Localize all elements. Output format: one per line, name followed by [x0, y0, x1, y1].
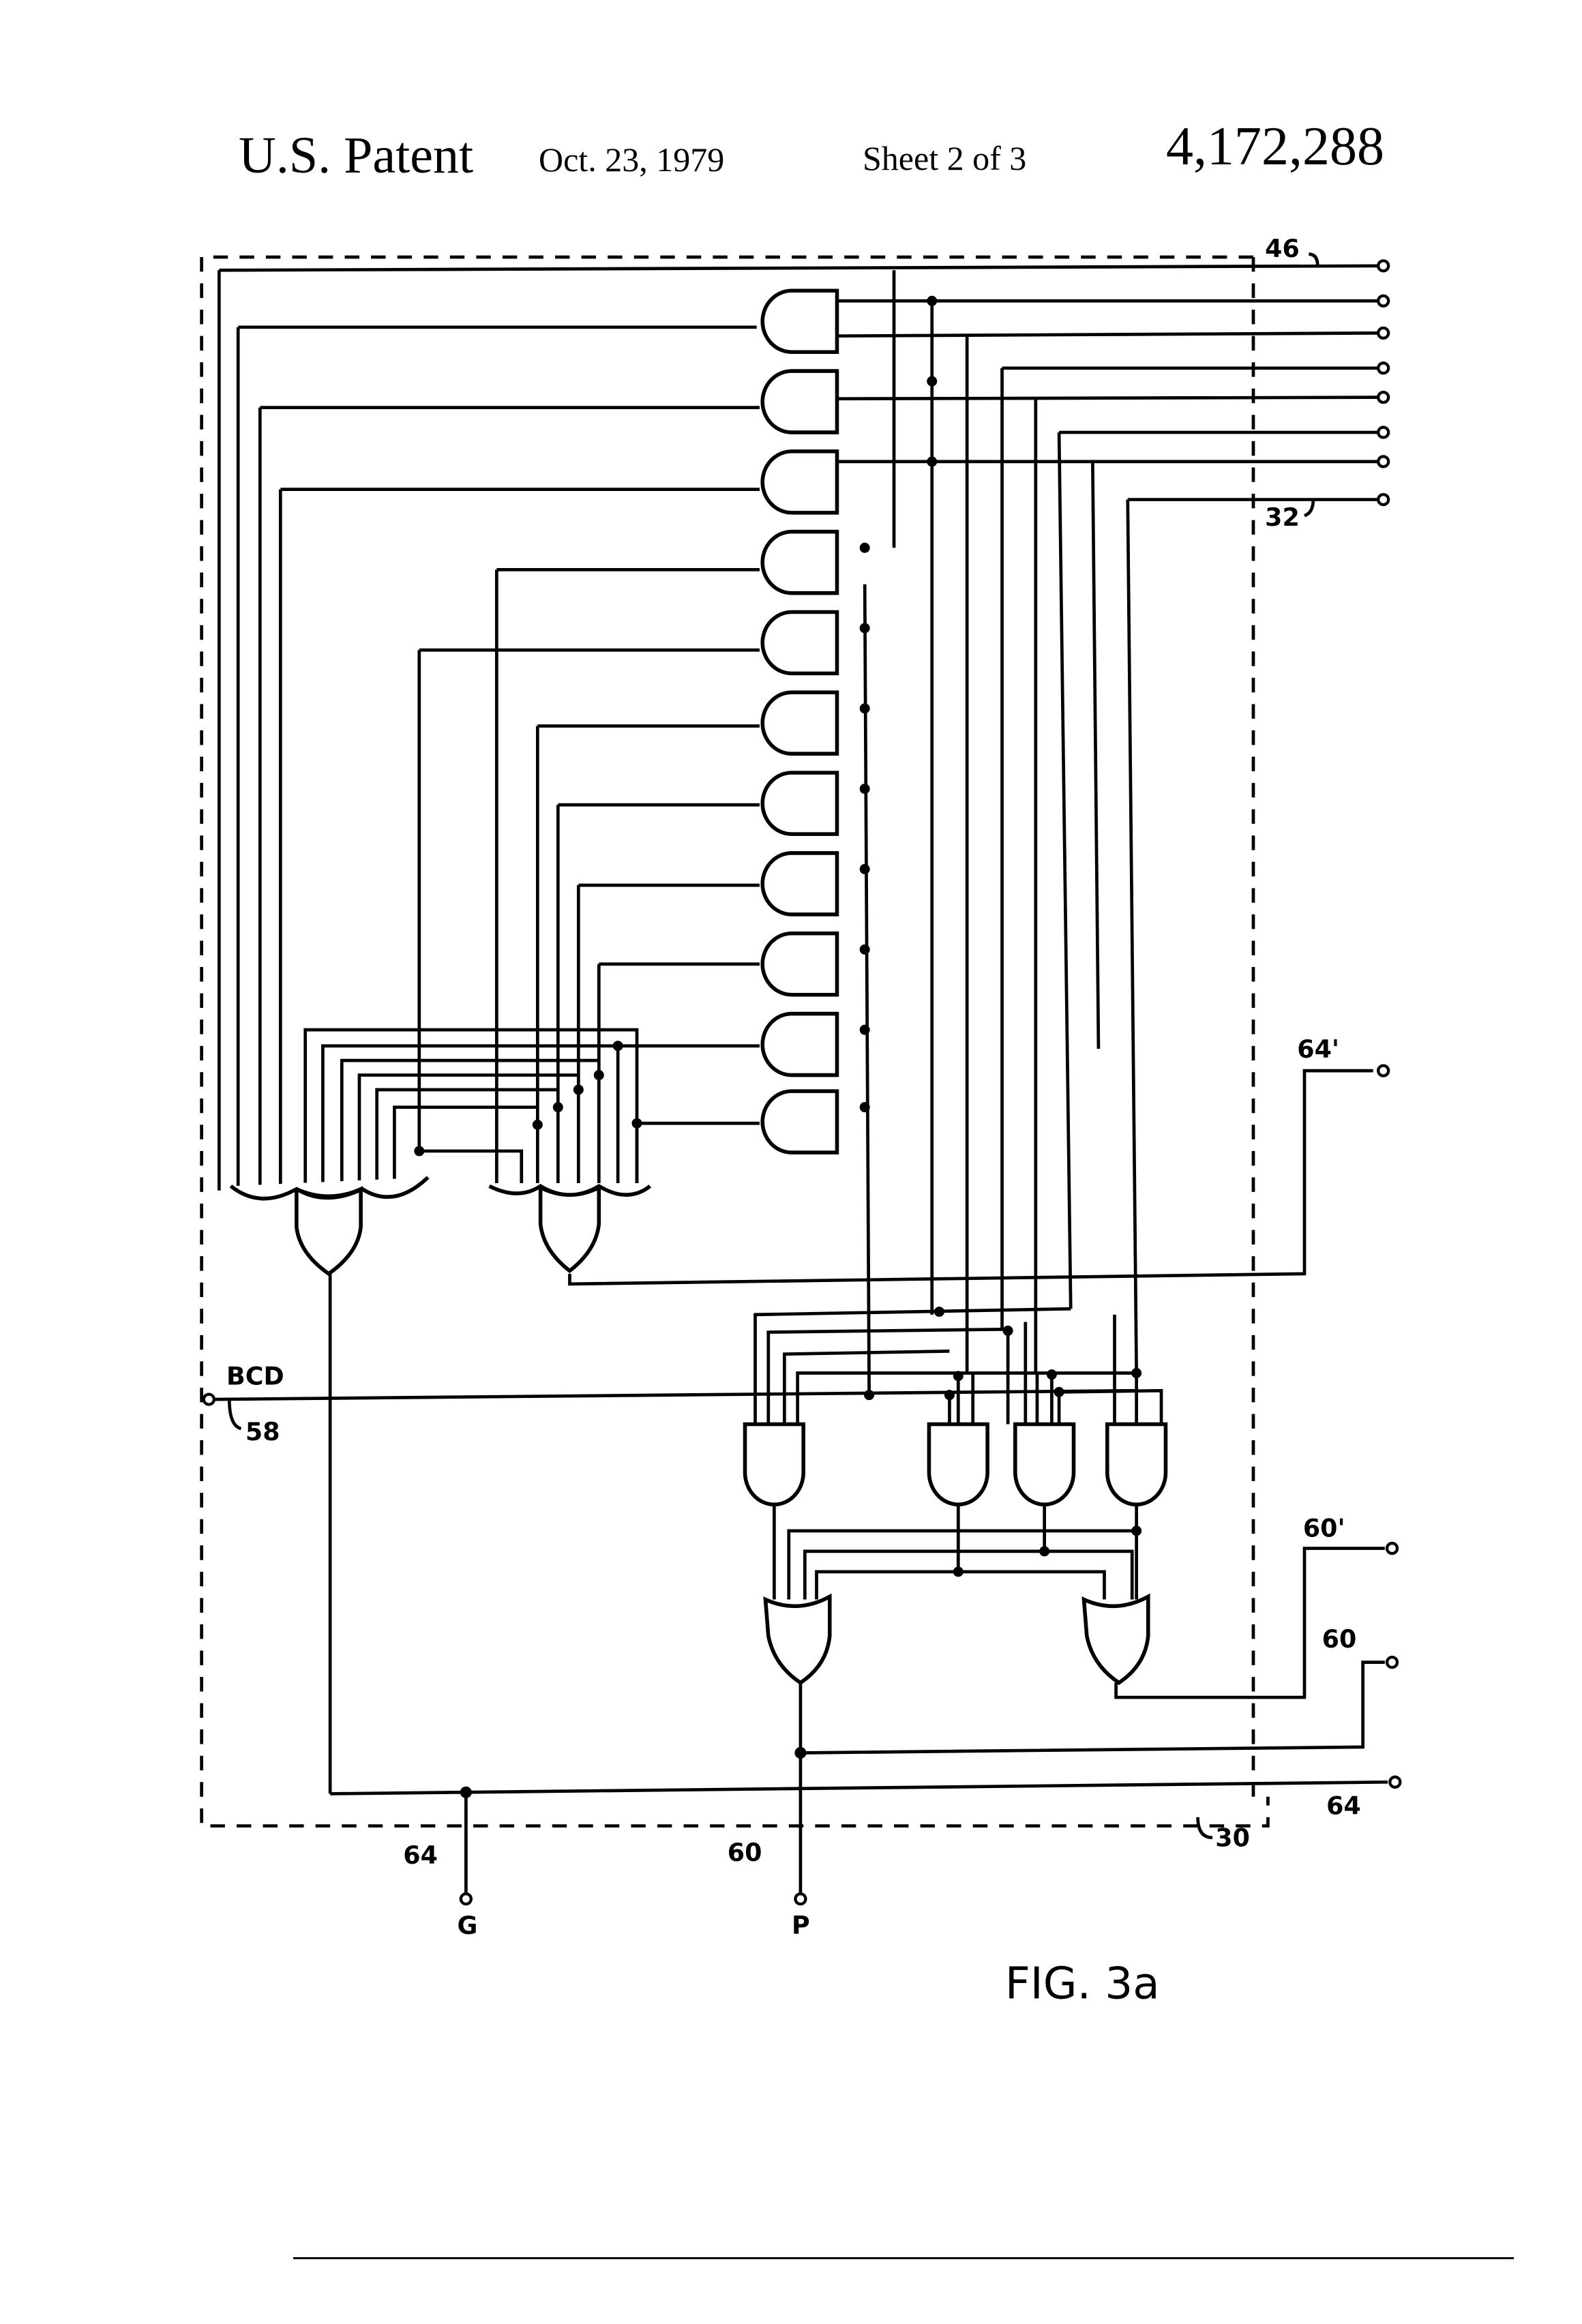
ref-46-leader — [1309, 254, 1317, 266]
terminal-64-prime[interactable] — [1378, 1066, 1388, 1076]
input-terminal[interactable] — [1378, 296, 1388, 306]
ref-32: 32 — [1265, 503, 1300, 532]
terminal-p-label: P — [792, 1911, 810, 1940]
input-terminal[interactable] — [1378, 328, 1388, 338]
junction-dot — [927, 456, 937, 466]
ref-60-p: 60 — [728, 1838, 762, 1867]
junction-dot — [927, 296, 937, 306]
ref-64: 64 — [1326, 1791, 1361, 1820]
ref-58-leader — [229, 1399, 241, 1429]
terminal-g[interactable] — [461, 1894, 471, 1904]
wire-64 — [330, 1782, 1388, 1793]
ref-46: 46 — [1265, 234, 1300, 263]
bcd-label: BCD — [226, 1362, 284, 1391]
junction-dot — [860, 944, 870, 955]
bcd-line — [213, 1390, 1137, 1399]
ref-30: 30 — [1215, 1823, 1250, 1853]
ref-58: 58 — [245, 1417, 280, 1446]
and-gate — [762, 692, 837, 754]
input-terminal[interactable] — [1378, 363, 1388, 373]
ref-64-g: 64 — [403, 1841, 438, 1870]
block-boundary — [202, 257, 1268, 1826]
junction-dot — [860, 784, 870, 794]
and-gate — [762, 1014, 837, 1075]
and-gate — [762, 451, 837, 513]
junction-dot — [860, 703, 870, 713]
figure-caption: FIG. 3a — [1005, 1958, 1160, 2009]
wire-60 — [801, 1663, 1385, 1753]
and-gate-column — [762, 290, 937, 1152]
and-gate — [762, 290, 837, 352]
terminal-60-prime[interactable] — [1387, 1543, 1397, 1553]
junction-dot — [860, 1025, 870, 1035]
junction-dot — [860, 864, 870, 874]
terminal-64[interactable] — [1390, 1777, 1400, 1787]
input-terminal[interactable] — [1378, 260, 1388, 271]
junction-dot — [927, 376, 937, 387]
vertical-bus-lines — [865, 270, 1136, 1395]
bcd-terminal[interactable] — [204, 1395, 214, 1405]
terminal-60[interactable] — [1387, 1657, 1397, 1667]
input-terminal[interactable] — [1378, 428, 1388, 438]
lower-and-wiring — [756, 1307, 1162, 1424]
wire-60-prime — [1116, 1549, 1385, 1697]
lower-or-wiring — [774, 1504, 1141, 1599]
junction-dot — [860, 1102, 870, 1112]
ref-64-prime: 64' — [1297, 1034, 1339, 1064]
and-gate — [762, 371, 837, 432]
ref-60-prime: 60' — [1303, 1513, 1345, 1543]
or-feed-lines — [219, 270, 760, 1190]
lower-and-gates — [745, 1424, 1166, 1504]
input-terminal[interactable] — [1378, 392, 1388, 402]
and-gate — [762, 612, 837, 674]
and-gate-lower — [745, 1424, 804, 1504]
and-gate-lower — [1015, 1424, 1074, 1504]
terminal-g-label: G — [458, 1911, 478, 1940]
or-gate-lower-right — [1084, 1596, 1148, 1682]
junction-dot — [860, 543, 870, 553]
and-gate-lower — [929, 1424, 987, 1504]
ref-32-leader — [1304, 500, 1313, 516]
terminal-p[interactable] — [795, 1894, 805, 1904]
input-terminal[interactable] — [1378, 494, 1388, 505]
or-gate-lower-left — [766, 1596, 830, 1682]
or-gate-right — [490, 1186, 651, 1270]
and-gate — [762, 853, 837, 914]
junction-dot — [860, 623, 870, 634]
bottom-rule — [293, 2257, 1514, 2259]
and-gate-lower — [1107, 1424, 1166, 1504]
and-gate — [762, 532, 837, 593]
and-gate — [762, 773, 837, 834]
and-gate — [762, 934, 837, 995]
ref-60: 60 — [1322, 1624, 1357, 1654]
or-gate-left — [230, 1177, 428, 1273]
input-terminal[interactable] — [1378, 456, 1388, 466]
and-gate — [762, 1091, 837, 1152]
